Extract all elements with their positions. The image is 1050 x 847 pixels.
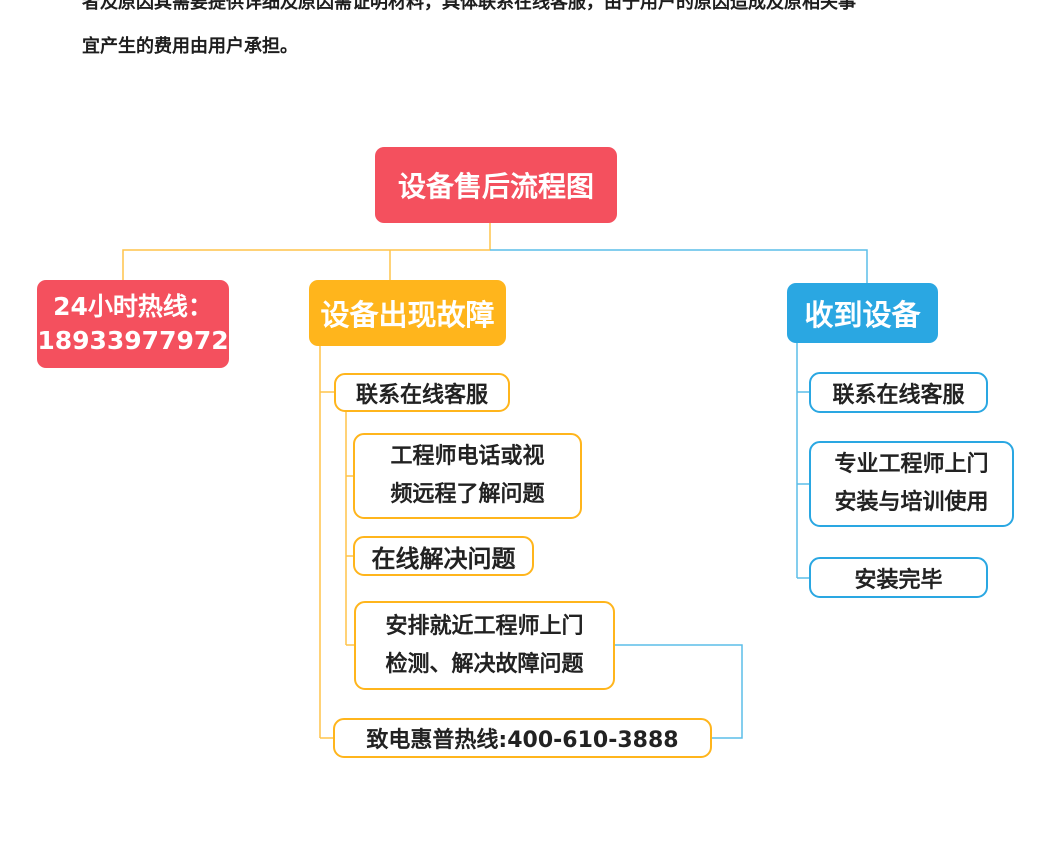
fault-contact-label: 联系在线客服	[355, 382, 488, 408]
hotline-label: 24小时热线：	[53, 292, 213, 321]
fault-node: 设备出现故障	[309, 280, 506, 346]
install-training-node: 专业工程师上门 安装与培训使用	[809, 441, 1014, 527]
onsite-engineer-node: 安排就近工程师上门 检测、解决故障问题	[354, 601, 615, 690]
hotline-node: 24小时热线： 18933977972	[37, 280, 229, 368]
received-contact-node: 联系在线客服	[809, 372, 988, 413]
install-done-node: 安装完毕	[809, 557, 988, 598]
onsite-engineer-line-1: 安排就近工程师上门	[385, 613, 584, 639]
engineer-remote-line-1: 工程师电话或视	[390, 444, 545, 469]
fault-label: 设备出现故障	[320, 298, 495, 332]
online-solve-label: 在线解决问题	[371, 544, 516, 573]
online-solve-node: 在线解决问题	[353, 536, 534, 576]
engineer-remote-node: 工程师电话或视 频远程了解问题	[353, 433, 582, 519]
received-node: 收到设备	[787, 283, 938, 343]
engineer-remote-line-2: 频远程了解问题	[390, 482, 545, 507]
flowchart-title: 设备售后流程图	[397, 170, 594, 203]
intro-text-line-1: 者及原因其需要提供详细及原因需证明材料，具体联系在线客服，由于用户的原因造成及原…	[82, 0, 856, 13]
hp-hotline-label: 致电惠普热线:400-610-3888	[366, 728, 679, 753]
received-label: 收到设备	[804, 298, 921, 332]
install-done-label: 安装完毕	[854, 567, 943, 593]
connector-hotline	[122, 249, 490, 280]
connector-onsite-hp	[614, 644, 743, 739]
install-training-line-1: 专业工程师上门	[834, 452, 989, 477]
hotline-number: 18933977972	[37, 326, 229, 355]
received-contact-label: 联系在线客服	[832, 382, 965, 408]
intro-text-line-2: 宜产生的费用由用户承担。	[82, 36, 298, 57]
install-training-line-2: 安装与培训使用	[834, 490, 989, 515]
connector-received	[490, 249, 868, 283]
onsite-engineer-line-2: 检测、解决故障问题	[385, 651, 584, 677]
flowchart-title-node: 设备售后流程图	[375, 147, 617, 223]
fault-contact-node: 联系在线客服	[334, 373, 510, 412]
hp-hotline-node: 致电惠普热线:400-610-3888	[333, 718, 712, 758]
